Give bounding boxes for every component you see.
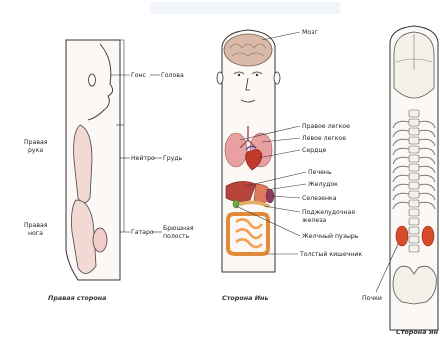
- label-abdomen-2: полость: [163, 233, 190, 240]
- right-kidney-shape: [422, 226, 434, 246]
- label-chest: Грудь: [163, 155, 183, 162]
- label-gataro: Гатаро: [131, 229, 154, 236]
- label-neitro: Нейтро: [131, 154, 155, 162]
- label-colon: Толстый кишечник: [299, 250, 362, 258]
- label-abdomen-1: Брюшная: [163, 225, 194, 232]
- label-stomach: Желудок: [308, 181, 338, 188]
- vertebra: [409, 200, 419, 207]
- label-head: Голова: [161, 72, 184, 79]
- side-hand: [93, 228, 107, 252]
- label-heart: Сердце: [302, 147, 327, 154]
- lead-spleen: [272, 196, 300, 198]
- label-right-arm-1: Правая: [24, 139, 48, 146]
- vertebra: [409, 245, 419, 252]
- label-pancreas-2: железа: [302, 217, 326, 224]
- vertebra: [409, 155, 419, 162]
- left-kidney-shape: [396, 226, 408, 246]
- vertebra: [409, 137, 419, 144]
- brain-shape: [224, 34, 272, 66]
- vertebra: [409, 191, 419, 198]
- vertebra: [409, 173, 419, 180]
- side-figure: Правая рука Правая нога Гонс Нейтро Гата…: [24, 40, 194, 302]
- label-gallbladder: Желчный пузырь: [302, 232, 359, 240]
- right-lung-shape: [225, 133, 247, 167]
- label-right-leg-2: нога: [28, 230, 43, 237]
- label-right-lung: Правое легкое: [302, 123, 350, 130]
- left-pupil: [238, 74, 240, 76]
- vertebra: [409, 182, 419, 189]
- vertebra: [409, 110, 419, 117]
- caption-side: Правая сторона: [48, 294, 107, 302]
- label-left-lung: Левое легкое: [302, 135, 346, 142]
- back-figure: Почки Сторона Ян: [362, 26, 439, 336]
- page-title: [150, 2, 340, 14]
- label-right-arm-2: рука: [28, 147, 43, 154]
- right-ear: [274, 72, 280, 84]
- label-gons: Гонс: [131, 72, 147, 79]
- label-pancreas-1: Поджелудочная: [302, 209, 355, 216]
- vertebra: [409, 128, 419, 135]
- vertebra: [409, 146, 419, 153]
- caption-front: Сторона Инь: [222, 294, 269, 302]
- label-brain: Мозг: [302, 29, 318, 36]
- vertebra: [409, 164, 419, 171]
- caption-back: Сторона Ян: [396, 328, 439, 336]
- label-liver: Печень: [308, 169, 332, 176]
- vertebra: [409, 227, 419, 234]
- label-right-leg-1: Правая: [24, 222, 48, 229]
- vertebra: [409, 218, 419, 225]
- vertebra: [409, 236, 419, 243]
- vertebra: [409, 119, 419, 126]
- left-ear: [217, 72, 223, 84]
- vertebra: [409, 209, 419, 216]
- label-spleen: Селезенка: [302, 195, 337, 202]
- right-pupil: [256, 74, 258, 76]
- front-figure: Мозг Правое легкое Левое легкое Сердце П…: [217, 29, 362, 302]
- label-kidneys: Почки: [362, 295, 382, 302]
